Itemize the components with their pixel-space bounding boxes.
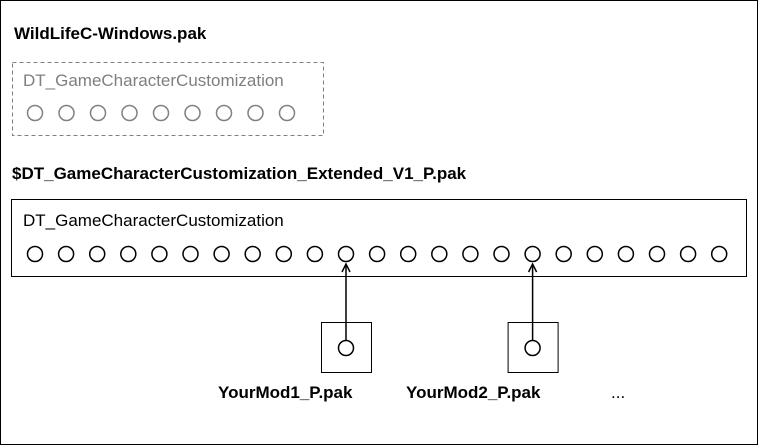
- extended-slot: [493, 245, 510, 263]
- extended-slots: [26, 245, 728, 263]
- original-slot: [247, 104, 264, 122]
- extended-slot: [617, 245, 635, 263]
- original-pak-title: WildLifeC-Windows.pak: [14, 24, 207, 43]
- extended-slot: [710, 245, 728, 263]
- extended-slot: [244, 245, 261, 263]
- mod1-label: YourMod1_P.pak: [218, 383, 353, 402]
- mod2-label: YourMod2_P.pak: [406, 383, 541, 402]
- original-slot: [215, 104, 233, 122]
- extended-slot: [462, 245, 479, 263]
- original-slot: [89, 104, 107, 122]
- extended-slot: [368, 245, 386, 263]
- extended-slot: [586, 245, 604, 263]
- mod-boxes: [321, 262, 559, 373]
- original-slot: [184, 104, 201, 122]
- extended-slot: [679, 245, 697, 263]
- extended-pak-title: $DT_GameCharacterCustomization_Extended_…: [12, 164, 467, 183]
- original-table-name: DT_GameCharacterCustomization: [23, 71, 284, 90]
- extended-slot: [275, 245, 293, 263]
- mod-slot: [524, 339, 541, 357]
- extended-slot: [555, 245, 572, 263]
- original-slots: [26, 104, 296, 122]
- extended-slot: [306, 245, 324, 263]
- original-slot: [278, 104, 296, 122]
- original-slot: [26, 104, 44, 122]
- mod-arrow-head: [527, 262, 538, 273]
- extended-slot: [399, 245, 417, 263]
- mod-slot: [337, 339, 355, 357]
- extended-slot: [648, 245, 666, 263]
- extended-table-box: [11, 199, 747, 277]
- extended-slot: [182, 245, 199, 263]
- extended-slot: [431, 245, 448, 263]
- mod-arrow-head: [341, 262, 351, 273]
- more-mods-ellipsis: ...: [611, 383, 626, 402]
- extended-slot: [337, 245, 355, 263]
- extended-slot: [120, 245, 137, 263]
- original-table-box: [12, 62, 324, 136]
- original-slot: [58, 104, 75, 122]
- extended-slot: [57, 245, 75, 263]
- extended-slot: [26, 245, 44, 263]
- extended-slot: [151, 245, 168, 263]
- original-slot: [152, 104, 170, 122]
- extended-slot: [213, 245, 230, 263]
- extended-slot: [524, 245, 541, 263]
- extended-slot: [88, 245, 106, 263]
- extended-table-name: DT_GameCharacterCustomization: [23, 211, 284, 230]
- original-slot: [121, 104, 138, 122]
